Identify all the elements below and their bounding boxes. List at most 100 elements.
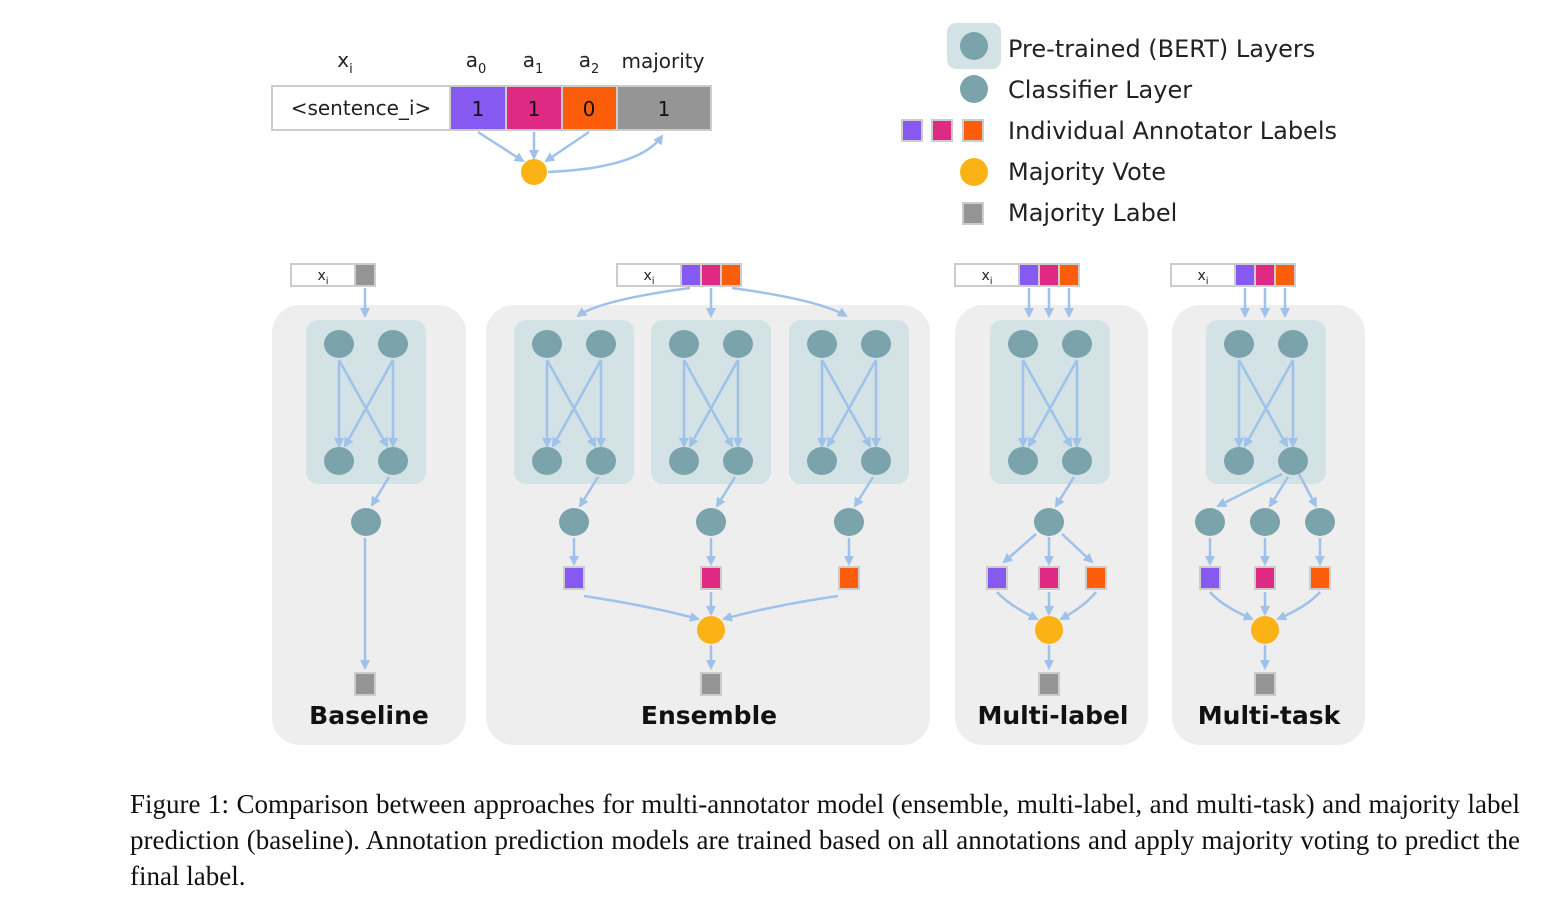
input-label-square (720, 263, 742, 287)
panel-label-multilabel: Multi-label (977, 701, 1128, 730)
input-label-square (1018, 263, 1040, 287)
arrow (1243, 359, 1295, 448)
arrow (545, 359, 597, 448)
a1-label-square (700, 566, 722, 590)
bert-node (324, 330, 354, 358)
arrow (731, 286, 848, 318)
a0-label-square (1199, 566, 1221, 590)
diagram-figure: xi a0 a1 a2 majority <sentence_i> 1 1 0 … (271, 23, 1365, 745)
arrow (1237, 359, 1289, 448)
a1-label-square (1254, 566, 1276, 590)
classifier-node (559, 508, 589, 536)
panel-label-ensemble: Ensemble (641, 701, 777, 730)
bert-node (378, 447, 408, 475)
a0-label-square (563, 566, 585, 590)
bert-node (669, 447, 699, 475)
arrow (996, 591, 1039, 621)
arrow (1216, 472, 1283, 508)
arrow (853, 476, 875, 508)
legend-classifier-node (960, 75, 988, 103)
panel-label-baseline: Baseline (309, 701, 429, 730)
input-label-square (1038, 263, 1060, 287)
a0-label: a0 (466, 48, 487, 77)
arrow (337, 359, 389, 448)
classifier-node (1195, 508, 1225, 536)
a1-value: 1 (528, 97, 541, 121)
bert-layers-box (990, 320, 1110, 484)
bert-layers-box (306, 320, 426, 484)
majority-vote-node (1035, 616, 1063, 644)
legend: Pre-trained (BERT) Layers Classifier Lay… (901, 23, 1337, 227)
bert-node (586, 447, 616, 475)
arrow (682, 359, 734, 448)
a2-label-square (1309, 566, 1331, 590)
panel-label-multitask: Multi-task (1198, 701, 1342, 730)
arrow (1002, 533, 1037, 564)
arrow (722, 594, 839, 622)
input-label-square (354, 263, 376, 287)
majority-label-square (1038, 672, 1060, 696)
bert-layers-box (651, 320, 771, 484)
input-label-square (680, 263, 702, 287)
arrow (1276, 591, 1321, 621)
bert-node (807, 447, 837, 475)
a1-label: a1 (523, 48, 544, 77)
a2-value: 0 (583, 97, 596, 121)
majority-label-square (1254, 672, 1276, 696)
bert-node (1224, 447, 1254, 475)
arrow (547, 134, 664, 174)
input-xi-label: xi (317, 268, 328, 287)
legend-majority-square (962, 202, 984, 225)
input-xi-label: xi (981, 268, 992, 287)
majority-vote-node (521, 159, 547, 185)
majority-value: 1 (658, 97, 671, 121)
legend-bert-node (960, 32, 988, 60)
model-panels: xiBaselinexiEnsemblexiMulti-labelxiMulti… (272, 263, 1365, 745)
bert-node (532, 330, 562, 358)
bert-node (586, 330, 616, 358)
bert-layers-box (514, 320, 634, 484)
legend-majority-label: Majority Label (1008, 199, 1177, 227)
bert-node (1008, 330, 1038, 358)
arrow (477, 130, 525, 163)
a2-label-square (1085, 566, 1107, 590)
arrow (544, 130, 590, 163)
classifier-node (834, 508, 864, 536)
arrow (583, 594, 700, 622)
legend-a0-square (901, 119, 923, 142)
sentence-text: <sentence_i> (291, 96, 432, 120)
annotation-example: xi a0 a1 a2 majority <sentence_i> 1 1 0 … (271, 48, 712, 185)
bert-node (1278, 330, 1308, 358)
bert-node (723, 330, 753, 358)
bert-node (532, 447, 562, 475)
legend-a2-square (962, 119, 984, 142)
majority-label-square (354, 672, 376, 696)
classifier-node (351, 508, 381, 536)
arrow (820, 359, 872, 448)
legend-annotator-label: Individual Annotator Labels (1008, 117, 1337, 145)
a1-label-square (1038, 566, 1060, 590)
bert-node (378, 330, 408, 358)
legend-vote-node (960, 158, 988, 186)
bert-node (807, 330, 837, 358)
bert-node (324, 447, 354, 475)
a2-label: a2 (579, 48, 600, 77)
arrow (1209, 591, 1254, 621)
arrow (1061, 533, 1094, 564)
majority-label-square (700, 672, 722, 696)
bert-node (723, 447, 753, 475)
input-label-square (1234, 263, 1256, 287)
arrow (1021, 359, 1073, 448)
classifier-node (696, 508, 726, 536)
input-label-square (1274, 263, 1296, 287)
input-label-square (700, 263, 722, 287)
arrow (343, 359, 395, 448)
xi-label: xi (337, 48, 352, 77)
arrow (715, 476, 737, 508)
majority-vote-node (1251, 616, 1279, 644)
legend-classifier-label: Classifier Layer (1008, 76, 1192, 104)
arrow (826, 359, 878, 448)
arrow (576, 286, 691, 318)
bert-node (1278, 447, 1308, 475)
bert-node (1062, 330, 1092, 358)
